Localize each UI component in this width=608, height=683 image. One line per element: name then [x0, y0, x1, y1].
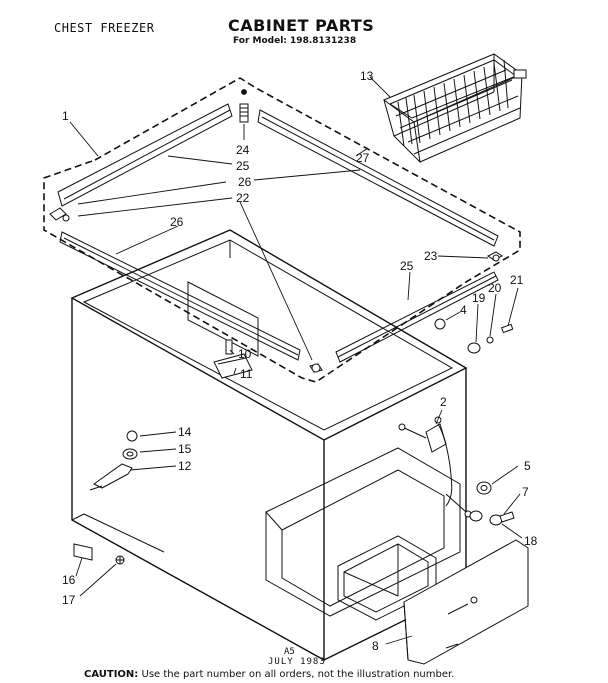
leader-lines [69, 76, 523, 645]
callout-numbers: 1 13 24 25 27 26 22 26 23 25 21 20 19 4 … [62, 69, 538, 653]
callout-14: 14 [178, 425, 192, 439]
callout-17: 17 [62, 593, 76, 607]
callout-15: 15 [178, 442, 192, 456]
product-name: CHEST FREEZER [54, 21, 155, 35]
cover-screws [445, 493, 515, 526]
diagram-title: CABINET PARTS [228, 16, 375, 35]
revision-date: JULY 1983 [268, 657, 326, 667]
callout-18: 18 [524, 534, 538, 548]
callout-26b: 26 [170, 215, 184, 229]
callout-25b: 25 [400, 259, 414, 273]
callout-25: 25 [236, 159, 250, 173]
hinge-hardware [467, 323, 514, 354]
callout-21: 21 [510, 273, 524, 287]
lid-spring [239, 89, 249, 123]
callout-13: 13 [360, 69, 374, 83]
callout-2: 2 [440, 395, 447, 409]
drain-cap [73, 543, 93, 561]
callout-12: 12 [178, 459, 192, 473]
lid-latch [213, 339, 253, 379]
callout-22: 22 [236, 191, 250, 205]
model-number: For Model: 198.8131238 [233, 36, 357, 46]
callout-1: 1 [62, 109, 69, 123]
access-panel [403, 539, 529, 665]
callout-7: 7 [522, 485, 529, 499]
caution-text: Use the part number on all orders, not t… [141, 669, 455, 680]
callout-23: 23 [424, 249, 438, 263]
storage-basket [382, 53, 527, 164]
callout-11: 11 [240, 367, 253, 381]
callout-27: 27 [356, 151, 370, 165]
drain-assembly [89, 430, 138, 491]
caution-label: CAUTION: [84, 669, 139, 680]
callout-16: 16 [62, 573, 76, 587]
callout-26: 26 [238, 175, 252, 189]
callout-19: 19 [472, 291, 486, 305]
callout-20: 20 [488, 281, 502, 295]
thermostat-control [398, 416, 453, 507]
hinge-bushing [434, 318, 446, 330]
callout-10: 10 [238, 347, 252, 361]
cabinet-body [70, 229, 468, 662]
callout-8: 8 [372, 639, 379, 653]
callout-24: 24 [236, 143, 250, 157]
page-code: A5 [284, 647, 295, 657]
caution-note: CAUTION: Use the part number on all orde… [84, 669, 454, 680]
drain-screw [115, 555, 125, 565]
callout-4: 4 [460, 303, 467, 317]
callout-5: 5 [524, 459, 531, 473]
